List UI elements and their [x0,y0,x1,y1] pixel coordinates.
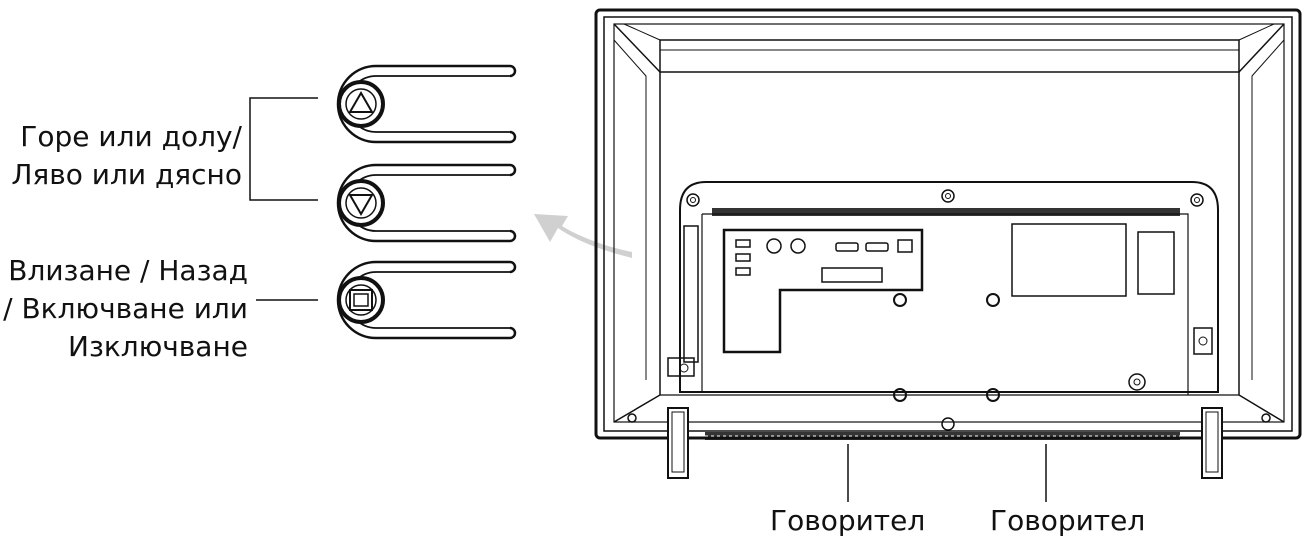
triangle-up-icon [348,91,374,113]
label-speaker-right: Говорител [990,504,1146,537]
down-button [337,179,385,227]
label-line: Изключване [68,330,248,363]
stand-feet [667,407,1223,479]
triangle-down-icon [348,194,374,216]
vent-top [712,208,1180,216]
io-ports [735,238,913,283]
tv-rear [594,8,1302,440]
label-line: Влизане / Назад [8,254,248,287]
label-line: / Включване или [3,292,248,325]
label-line: Ляво или дясно [11,158,242,191]
label-speaker-left: Говорител [770,504,926,537]
enter-button [337,276,385,324]
label-enter-back-power: Влизане / Назад / Включване или Изключва… [3,252,248,366]
up-button [337,80,385,128]
curved-arrow-icon [534,214,632,258]
label-line: Горе или долу/ [20,120,242,153]
square-icon [349,289,373,311]
label-up-down-left-right: Горе или долу/ Ляво или дясно [11,118,242,194]
label-bracket [249,97,318,301]
speaker-leaders [847,444,1047,502]
speaker-grilles [705,432,1180,440]
